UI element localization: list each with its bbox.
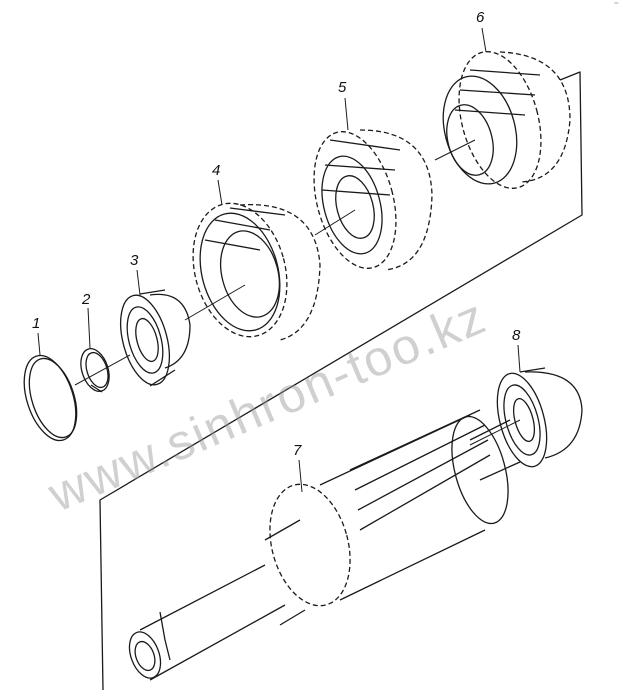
callout-2: 2: [82, 291, 91, 308]
part-6-gear: [442, 51, 571, 189]
part-1-retaining-ring: [23, 354, 78, 442]
callout-5: 5: [338, 79, 347, 96]
part-4-gear: [192, 202, 321, 341]
assembly-bracket: [99, 71, 583, 691]
callout-8: 8: [512, 327, 521, 344]
axis-lines: [74, 139, 521, 446]
callout-4: 4: [212, 162, 221, 179]
callout-6: 6: [476, 9, 485, 26]
part-5-gear: [313, 129, 433, 271]
callout-7: 7: [293, 442, 302, 459]
corner-mark: ⁻: [613, 0, 619, 11]
leader-lines: [37, 27, 521, 493]
part-7-shaft: [128, 409, 521, 681]
part-2-snap-ring: [80, 348, 110, 393]
callout-1: 1: [32, 315, 41, 332]
part-3-ball-bearing: [119, 289, 191, 387]
callout-3: 3: [130, 252, 139, 269]
part-8-bearing: [496, 367, 583, 468]
